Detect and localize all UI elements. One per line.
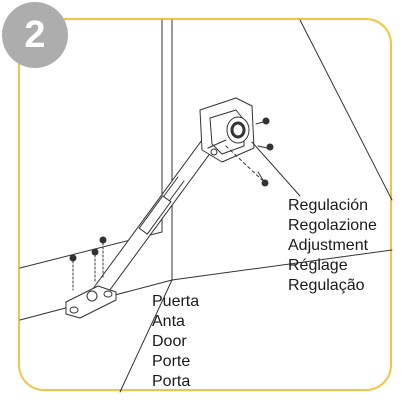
- adjustment-label-list: Regulación Regolazione Adjustment Réglag…: [288, 196, 377, 296]
- bottom-mounting-base: [65, 285, 117, 319]
- adjustment-label-es: Regulación: [288, 197, 369, 214]
- door-label-pt: Porta: [152, 373, 191, 390]
- screw-icon: [99, 236, 107, 279]
- screw-icon: [257, 171, 269, 187]
- adjustment-label-en: Adjustment: [288, 237, 369, 254]
- door-label-it: Anta: [152, 313, 185, 330]
- top-screws: [225, 117, 274, 187]
- screw-icon: [255, 117, 270, 125]
- door-label-en: Door: [152, 333, 187, 350]
- adjustment-leader-line: [251, 141, 301, 197]
- step-number-badge: 2: [2, 2, 68, 68]
- gas-spring-arm: [91, 109, 237, 299]
- screw-icon: [69, 254, 77, 291]
- screw-icon: [91, 248, 99, 283]
- bottom-screws: [69, 236, 107, 291]
- adjustment-label-pt: Regulação: [288, 277, 365, 294]
- door-label-fr: Porte: [152, 353, 191, 370]
- adjustment-label-fr: Réglage: [288, 257, 348, 274]
- panel-frame: [18, 18, 392, 391]
- top-mounting-bracket: [199, 97, 255, 163]
- adjustment-label-it: Regolazione: [288, 217, 377, 234]
- door-label-es: Puerta: [152, 293, 200, 310]
- door-label-list: Puerta Anta Door Porte Porta: [152, 292, 199, 392]
- screw-icon: [257, 143, 274, 151]
